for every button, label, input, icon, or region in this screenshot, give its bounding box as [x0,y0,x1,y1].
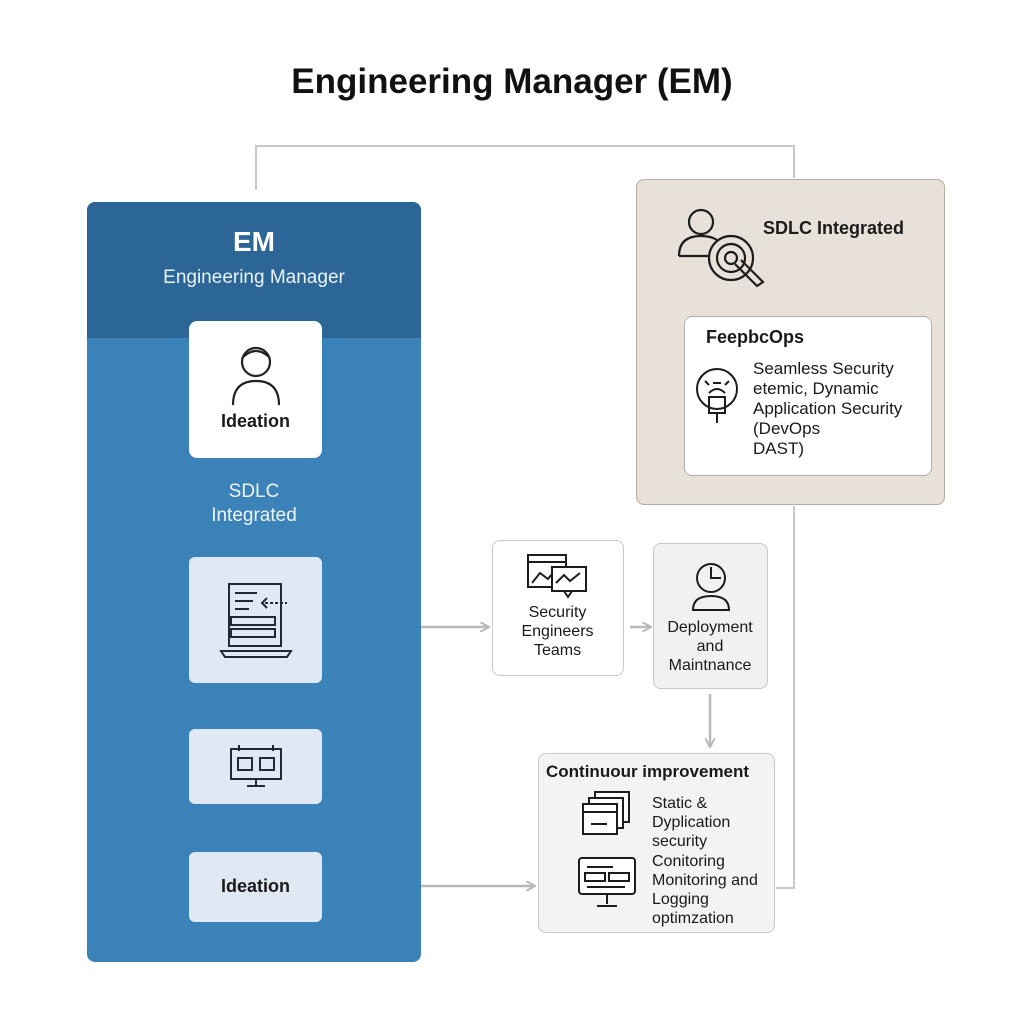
document-laptop-icon [219,583,293,658]
em-abbreviation: EM [233,226,275,257]
monitor-tile[interactable] [189,729,322,804]
ideation-card-top[interactable]: Ideation [189,321,322,458]
document-laptop-tile[interactable] [189,557,322,683]
ideation-card-bottom[interactable]: Ideation [189,852,322,922]
sdlc-integrated-box: SDLC Integrated FeepbcOps Seamless Secur… [636,179,945,505]
user-search-icon [677,208,765,288]
deployment-label: Deployment and Maintnance [667,619,753,674]
security-engineers-label: Security Engineers Teams [521,604,594,659]
page-title: Engineering Manager (EM) [291,62,733,101]
static-security-text: Static & Dyplication security [652,795,731,850]
ideation-bottom-label: Ideation [220,876,290,896]
devops-card[interactable]: FeepbcOps Seamless Security etemic, Dyna… [684,316,932,476]
security-engineers-node[interactable]: Security Engineers Teams [492,540,624,676]
dashboard-monitor-icon [578,857,636,907]
em-subtitle: Engineering Manager [163,267,345,288]
continuous-improvement-title: Continuour improvement [546,762,750,781]
stacked-docs-icon [582,791,630,835]
sdlc-box-title: SDLC Integrated [763,218,905,238]
deployment-maintenance-node[interactable]: Deployment and Maintnance [653,543,768,689]
devops-card-title: FeepbcOps [706,327,805,347]
ideation-top-label: Ideation [220,411,290,431]
monitor-icon [230,745,282,787]
em-panel: EM Engineering Manager Ideation SDLC Int… [87,202,421,962]
sdlc-integrated-label: SDLC Integrated [211,481,297,526]
shield-lock-icon [696,368,738,423]
em-header: EM Engineering Manager [87,202,421,338]
top-loop-connector [255,145,795,190]
person-icon [231,346,281,406]
right-loop-connector [776,506,795,889]
chart-window-icon [527,554,587,599]
monitoring-logging-text: Conitoring Monitoring and Logging optimz… [652,853,758,927]
devops-card-text: Seamless Security etemic, Dynamic Applic… [753,359,903,458]
user-chart-icon [691,563,731,611]
continuous-improvement-box[interactable]: Continuour improvement Static & Dyplicat… [538,753,775,933]
